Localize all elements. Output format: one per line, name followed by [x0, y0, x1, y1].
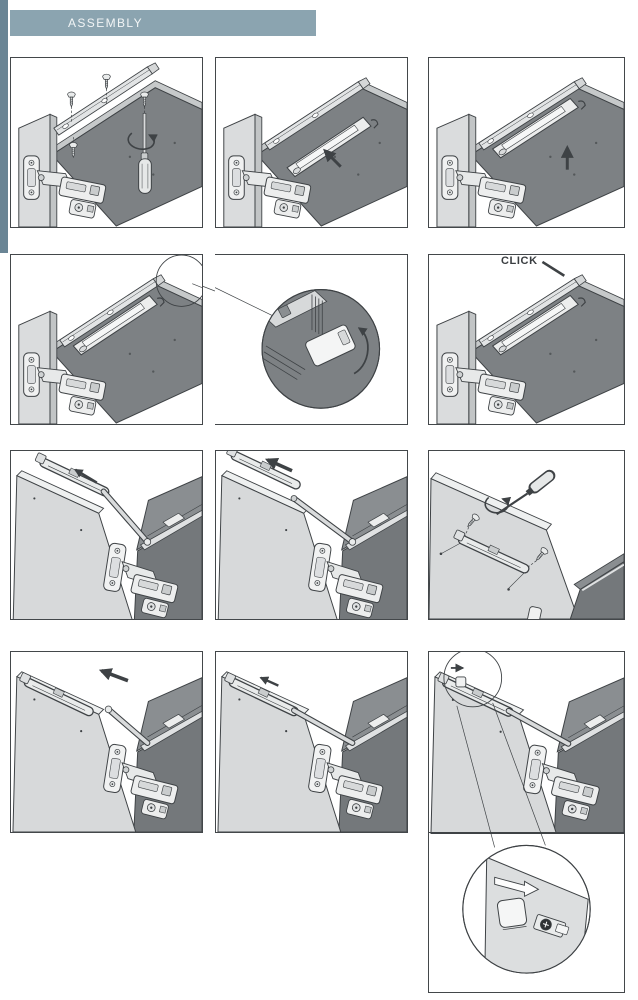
step-panel-7	[10, 450, 203, 620]
magnifier-leader-line	[202, 285, 215, 292]
step-panel-9	[428, 450, 625, 620]
step-7-illustration-arm-on-door	[12, 451, 202, 619]
step-1-illustration-mount-rail	[18, 62, 202, 227]
section-title: ASSEMBLY	[68, 16, 144, 30]
page-side-tab	[0, 0, 8, 253]
step-5-illustration-latch-closeup	[215, 287, 381, 409]
step-4-illustration-latch-circled	[18, 255, 202, 424]
step-11-illustration-arm-engaged	[217, 652, 407, 832]
step-12-illustration-endcap-closeup	[429, 652, 624, 974]
step-panel-8	[215, 450, 408, 620]
step-9-illustration-screw-adapter	[429, 469, 624, 619]
step-panel-2	[215, 57, 408, 228]
step-panel-4	[10, 254, 203, 425]
step-panel-5	[215, 254, 408, 425]
step-2-illustration-insert-damper	[223, 77, 407, 227]
step-panel-6: CLICK	[428, 254, 625, 425]
step-panel-11	[215, 651, 408, 833]
step-panel-10	[10, 651, 203, 833]
step-8-illustration-remove-adapter	[217, 451, 407, 619]
step-panel-3	[428, 57, 625, 228]
click-label: CLICK	[501, 255, 538, 267]
step-3-illustration-push-up	[436, 77, 624, 227]
step-6-illustration-click	[436, 260, 624, 424]
step-panel-1	[10, 57, 203, 228]
section-header-band: ASSEMBLY	[10, 10, 316, 36]
step-10-illustration-slide-arm	[12, 652, 202, 832]
step-panel-12	[428, 651, 625, 993]
